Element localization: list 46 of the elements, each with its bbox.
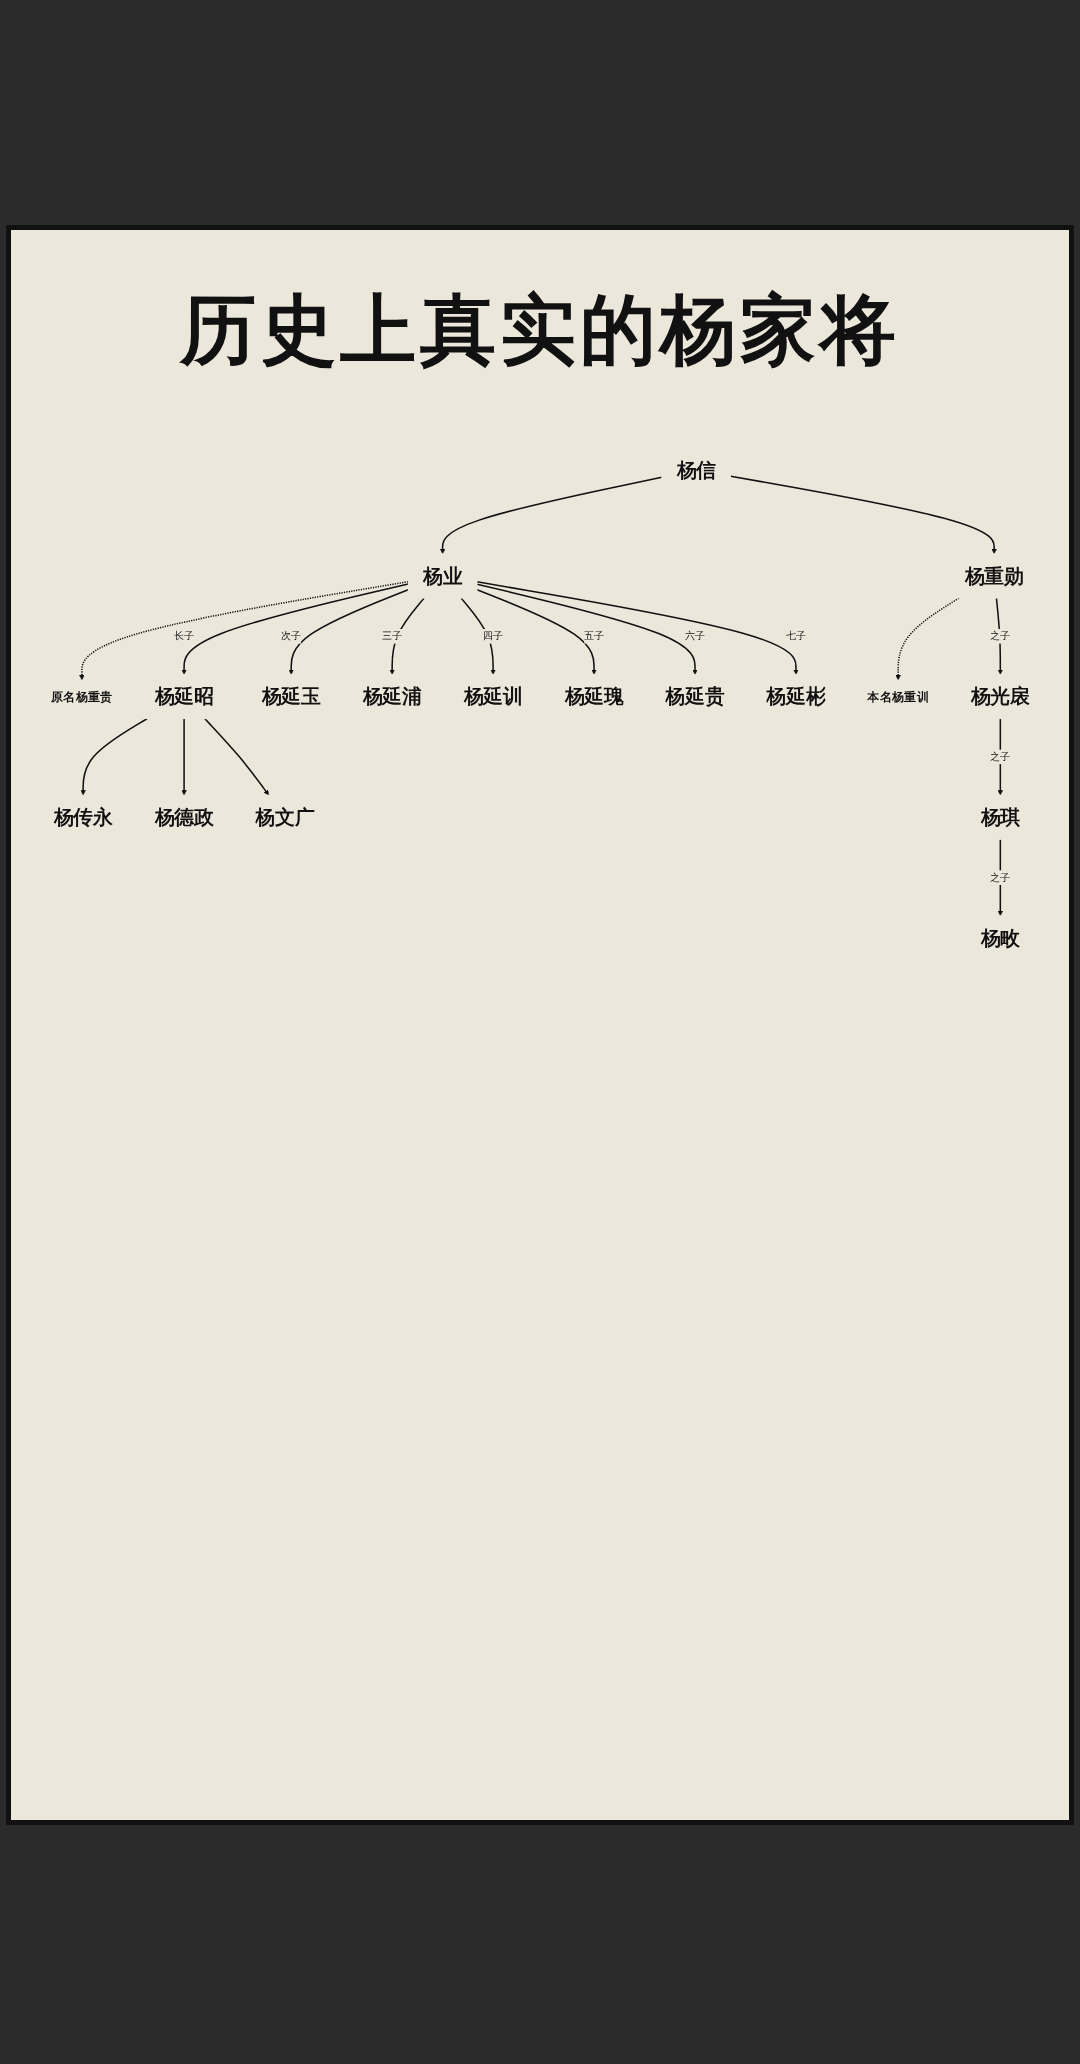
arrow xyxy=(729,475,997,555)
arrow xyxy=(459,597,496,675)
edge-label: 三子 xyxy=(381,630,402,642)
node-text: 杨延彬 xyxy=(765,684,826,709)
node-text: 杨延浦 xyxy=(362,684,422,709)
node-text: 杨传永 xyxy=(53,805,113,829)
node-text: 杨畋 xyxy=(980,926,1020,950)
edge-label: 次子 xyxy=(280,630,301,642)
node-text: 杨德政 xyxy=(154,805,214,829)
arrow xyxy=(203,718,269,796)
arrow xyxy=(475,583,698,675)
arrow xyxy=(997,718,1003,796)
arrow xyxy=(995,597,1003,675)
title: 历史上真实的杨家将 xyxy=(180,284,900,376)
arrow xyxy=(78,580,409,681)
node-text: 本名杨重训 xyxy=(866,689,929,704)
arrow xyxy=(475,581,799,675)
arrow xyxy=(439,476,663,555)
node-text: 杨信 xyxy=(676,458,716,482)
node-text: 杨文广 xyxy=(254,805,315,829)
arrow xyxy=(894,597,960,681)
node-text: 杨琪 xyxy=(980,805,1020,829)
edge-label: 之子 xyxy=(989,871,1010,884)
arrow xyxy=(180,583,409,675)
node-text: 杨延昭 xyxy=(154,684,214,709)
edge-label: 六子 xyxy=(684,630,705,642)
node-text: 杨延玉 xyxy=(261,684,321,709)
edge-label: 之子 xyxy=(989,630,1010,642)
arrow xyxy=(180,718,187,796)
node-text: 杨延贵 xyxy=(664,684,725,709)
node-text: 杨延训 xyxy=(463,684,523,709)
node-text: 杨延瑰 xyxy=(564,684,624,709)
edge-label: 五子 xyxy=(583,630,604,642)
node-text: 杨重勋 xyxy=(964,564,1024,588)
edge-label: 七子 xyxy=(785,630,806,642)
edge-label: 四子 xyxy=(482,630,503,642)
edge-label: 之子 xyxy=(989,750,1010,763)
arrow xyxy=(288,588,409,675)
arrow xyxy=(475,588,597,675)
node-text: 杨光扆 xyxy=(970,684,1030,709)
arrow xyxy=(79,718,148,796)
paper-panel: 历史上真实的杨家将 长子 次子 三子 四子 五子 六子 七子 之子 之子 之子 杨信 杨业 杨重勋 原名杨重贵 杨延昭 杨延玉 杨延浦 杨延训 杨延瑰 杨延贵 杨延彬 本名杨重训 杨光扆 杨传永 杨德政 杨文广 杨琪 杨畋 xyxy=(6,225,1074,1825)
arrow xyxy=(997,838,1003,916)
node-text: 原名杨重贵 xyxy=(50,689,113,704)
node-text: 杨业 xyxy=(422,564,462,588)
edge-label: 长子 xyxy=(173,630,194,642)
